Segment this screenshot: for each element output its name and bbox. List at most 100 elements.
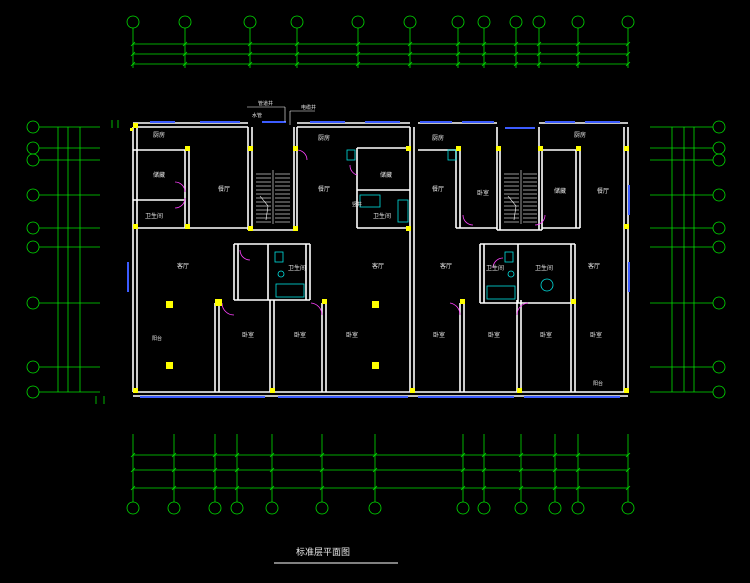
shaft-note-3: 电缆井 bbox=[301, 104, 316, 111]
room-label-bath-2: 卫生间 bbox=[288, 264, 306, 272]
structural-column bbox=[624, 224, 629, 229]
room-label-bedroom-1b: 卧室 bbox=[294, 331, 306, 339]
toilet bbox=[504, 251, 514, 263]
room-label-bedroom-2a: 卧室 bbox=[346, 331, 358, 339]
structural-column bbox=[133, 123, 138, 128]
dimension-tick bbox=[372, 467, 378, 473]
structural-column bbox=[538, 146, 543, 151]
dimension-tick bbox=[407, 51, 413, 57]
structural-column bbox=[406, 226, 411, 231]
door-swing bbox=[516, 302, 529, 316]
dimension-tick bbox=[513, 61, 519, 67]
room-label-bath-5: 卫生间 bbox=[535, 264, 553, 272]
room-label-living-1: 客厅 bbox=[177, 262, 189, 270]
dimension-tick bbox=[355, 61, 361, 67]
room-label-balcony-1: 阳台 bbox=[152, 335, 162, 342]
floor-drain bbox=[277, 270, 285, 278]
dimension-tick bbox=[372, 485, 378, 491]
room-label-storage-4: 储藏 bbox=[554, 187, 566, 195]
room-label-storage-1: 储藏 bbox=[153, 171, 165, 179]
dimension-tick bbox=[460, 467, 466, 473]
drawing-title: 标准层平面图 bbox=[296, 546, 350, 558]
structural-column bbox=[270, 388, 275, 393]
dimension-tick bbox=[625, 467, 631, 473]
dimension-tick bbox=[536, 41, 542, 47]
room-label-kitchen-3: 厨房 bbox=[432, 134, 444, 142]
dimension-tick bbox=[171, 485, 177, 491]
dimension-tick bbox=[130, 51, 136, 57]
dimension-tick bbox=[355, 51, 361, 57]
room-label-kitchen-2: 厨房 bbox=[318, 134, 330, 142]
room-label-living-4: 客厅 bbox=[588, 262, 600, 270]
structural-column bbox=[322, 299, 327, 304]
room-label-kitchen-1: 厨房 bbox=[153, 131, 165, 139]
doors bbox=[174, 149, 546, 316]
dimension-tick bbox=[319, 467, 325, 473]
door-swing bbox=[462, 214, 474, 226]
room-label-dining-3: 餐厅 bbox=[432, 185, 444, 193]
dimension-tick bbox=[130, 485, 136, 491]
dimension-tick bbox=[575, 452, 581, 458]
dimension-tick bbox=[247, 41, 253, 47]
structural-column bbox=[496, 146, 501, 151]
shaft-note-2: 水管 bbox=[252, 112, 262, 119]
structural-column bbox=[130, 128, 133, 131]
dimension-tick bbox=[552, 467, 558, 473]
dimension-tick bbox=[481, 51, 487, 57]
dimension-tick bbox=[182, 61, 188, 67]
dimension-tick bbox=[130, 41, 136, 47]
bathtub bbox=[275, 283, 305, 298]
dimension-tick bbox=[319, 452, 325, 458]
room-label-bedroom-4a: 卧室 bbox=[590, 331, 602, 339]
fixtures bbox=[274, 149, 554, 300]
structural-column bbox=[215, 299, 222, 306]
dimension-tick bbox=[234, 467, 240, 473]
door-swing bbox=[492, 257, 504, 269]
structural-column bbox=[185, 146, 190, 151]
dimension-tick bbox=[625, 51, 631, 57]
dimension-tick bbox=[536, 51, 542, 57]
dimension-tick bbox=[269, 452, 275, 458]
dimension-tick bbox=[575, 51, 581, 57]
floor-drain bbox=[507, 270, 515, 278]
shaft-annotations: 管道井 水管 电缆井 竖井 bbox=[247, 100, 362, 208]
structural-column bbox=[624, 388, 629, 393]
dimension-tick bbox=[372, 452, 378, 458]
structural-column bbox=[624, 146, 629, 151]
dimension-tick bbox=[518, 452, 524, 458]
room-label-bedroom-1a: 卧室 bbox=[242, 331, 254, 339]
room-label-bedroom-3a: 卧室 bbox=[488, 331, 500, 339]
kitchen-counter bbox=[359, 194, 381, 208]
room-label-bath-4: 卫生间 bbox=[486, 264, 504, 272]
structural-column bbox=[133, 224, 138, 229]
room-label-storage-2: 储藏 bbox=[380, 171, 392, 179]
dimension-tick bbox=[182, 41, 188, 47]
door-swing bbox=[174, 197, 186, 209]
structural-column bbox=[166, 301, 173, 308]
toilet bbox=[274, 251, 284, 263]
dimension-tick bbox=[455, 41, 461, 47]
structural-column bbox=[571, 299, 576, 304]
dimension-tick bbox=[575, 41, 581, 47]
dimension-tick bbox=[481, 61, 487, 67]
dimension-tick bbox=[355, 41, 361, 47]
dimension-tick bbox=[247, 51, 253, 57]
dimension-tick bbox=[212, 452, 218, 458]
dimension-tick bbox=[407, 61, 413, 67]
dimension-tick bbox=[481, 485, 487, 491]
columns bbox=[130, 123, 629, 393]
structural-column bbox=[372, 362, 379, 369]
dimension-tick bbox=[247, 61, 253, 67]
room-label-balcony-4: 阳台 bbox=[593, 380, 603, 387]
structural-column bbox=[372, 301, 379, 308]
dimension-tick bbox=[455, 61, 461, 67]
sink bbox=[447, 149, 457, 161]
door-swing bbox=[349, 164, 358, 176]
dimension-tick bbox=[513, 41, 519, 47]
room-label-bath-1: 卫生间 bbox=[145, 212, 163, 220]
door-swing bbox=[221, 302, 235, 316]
room-labels: 厨房 卫生间 储藏 餐厅 客厅 卧室 卧室 阳台 卫生间 厨房 储藏 餐厅 客厅… bbox=[145, 131, 609, 387]
dimension-tick bbox=[269, 467, 275, 473]
structural-column bbox=[248, 226, 253, 231]
room-label-bath-3: 卫生间 bbox=[373, 212, 391, 220]
